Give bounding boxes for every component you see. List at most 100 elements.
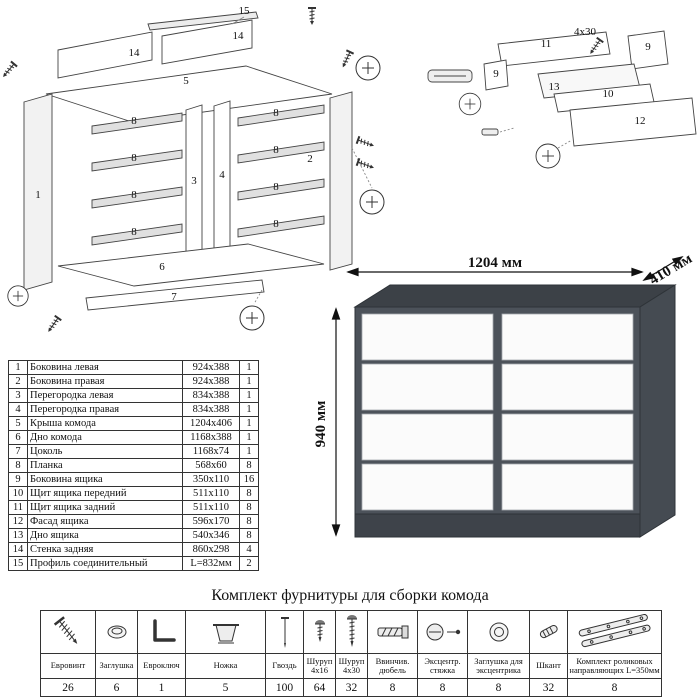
screwdriver-icon — [535, 143, 561, 169]
hardware-kit-table: Евровинт 26 Заглушка 6 Евроключ 1 — [40, 610, 662, 697]
hardware-label: Эксцентр. стяжка — [418, 654, 467, 679]
hardware-label: Ввинчив. дюбель — [368, 654, 417, 679]
hardware-item: Эксцентр. стяжка 8 — [418, 611, 468, 696]
drawer-front — [501, 413, 634, 461]
hardware-item: Евроключ 1 — [138, 611, 186, 696]
diagram-part-right-side — [329, 91, 353, 271]
label-part-8: 8 — [131, 189, 137, 201]
diagram-part-back-panel — [161, 19, 253, 65]
hardware-qty: 100 — [275, 681, 294, 694]
part-number: 10 — [8, 486, 28, 501]
diagram-part-plank — [91, 149, 183, 172]
part-name: Профиль соединительный — [27, 556, 183, 571]
nail-icon — [266, 611, 303, 654]
hardware-label: Ножка — [186, 654, 265, 679]
eccentric-icon — [418, 611, 467, 654]
part-number: 12 — [8, 514, 28, 529]
part-number: 1 — [8, 360, 28, 375]
diagram-part-partition-right — [213, 100, 231, 266]
part-size: 596x170 — [182, 514, 240, 529]
part-number: 6 — [8, 430, 28, 445]
label-part-9: 9 — [493, 68, 499, 80]
label-part-14: 14 — [129, 47, 141, 59]
diagram-part-bottom — [57, 243, 325, 287]
dim-depth-label: 410 мм — [647, 252, 695, 288]
part-qty: 1 — [239, 444, 259, 459]
hardware-item: Шуруп 4х16 64 — [304, 611, 336, 696]
screw-icon — [0, 60, 19, 81]
label-part-13: 13 — [549, 81, 561, 93]
drawer-front — [501, 313, 634, 361]
hardware-qty: 1 — [158, 681, 165, 694]
part-qty: 8 — [239, 500, 259, 515]
diagram-part-plank — [237, 178, 325, 201]
diagram-part-back-panel — [57, 31, 153, 79]
label-part-14: 14 — [233, 30, 245, 42]
part-qty: 8 — [239, 514, 259, 529]
label-part-8: 8 — [131, 226, 137, 238]
hardware-qty: 8 — [495, 681, 502, 694]
dim-width-label: 1204 мм — [468, 255, 522, 271]
hardware-item: Комплект роликовых направляющих L=350мм … — [568, 611, 661, 696]
drawer-front — [501, 363, 634, 411]
dim-height-label: 940 мм — [313, 401, 329, 448]
diagram-part-plank — [237, 104, 325, 127]
part-number: 2 — [8, 374, 28, 389]
part-qty: 16 — [239, 472, 259, 487]
dowel-screw-icon — [368, 611, 417, 654]
hardware-qty: 6 — [113, 681, 120, 694]
screw-icon — [307, 7, 317, 26]
part-name: Щит ящика передний — [27, 486, 183, 501]
part-qty: 8 — [239, 486, 259, 501]
hardware-item: Гвоздь 100 — [266, 611, 304, 696]
drawer-front — [361, 413, 494, 461]
label-part-8: 8 — [273, 144, 279, 156]
drawer-front — [501, 463, 634, 511]
diagram-part-plank — [91, 223, 183, 246]
hardware-label: Евровинт — [41, 654, 95, 679]
part-name: Перегородка правая — [27, 402, 183, 417]
part-size: L=832мм — [182, 556, 240, 571]
hardware-kit-title: Комплект фурнитуры для сборки комода — [211, 587, 489, 604]
label-part-8: 8 — [131, 152, 137, 164]
part-size: 834x388 — [182, 402, 240, 417]
hardware-item: Ножка 5 — [186, 611, 266, 696]
diagram-part-plank — [91, 186, 183, 209]
label-part-3: 3 — [191, 175, 197, 187]
diagram-part-plank — [237, 215, 325, 238]
part-qty: 1 — [239, 430, 259, 445]
roller-guides-icon — [568, 611, 661, 654]
hardware-label: Гвоздь — [266, 654, 303, 679]
part-size: 860x298 — [182, 542, 240, 557]
hardware-qty: 8 — [389, 681, 396, 694]
part-name: Дно ящика — [27, 528, 183, 543]
part-name: Перегородка левая — [27, 388, 183, 403]
part-size: 1168x388 — [182, 430, 240, 445]
diagram-part-partition-left — [185, 104, 203, 270]
drawer-exploded-view — [427, 30, 697, 169]
part-name: Боковина ящика — [27, 472, 183, 487]
part-name: Боковина левая — [27, 360, 183, 375]
part-number: 7 — [8, 444, 28, 459]
part-name: Боковина правая — [27, 374, 183, 389]
diagram-part-plank — [91, 112, 183, 135]
hardware-label: Заглушка — [96, 654, 137, 679]
label-part-9: 9 — [645, 41, 651, 53]
eurovint-icon — [41, 611, 95, 654]
drawer-front — [361, 363, 494, 411]
part-qty: 8 — [239, 528, 259, 543]
hardware-label: Шкант — [530, 654, 567, 679]
label-part-8: 8 — [273, 181, 279, 193]
part-number: 11 — [8, 500, 28, 515]
diagram-part-profile — [147, 11, 259, 31]
screw-short-icon — [304, 611, 335, 654]
part-number: 15 — [8, 556, 28, 571]
chest-top-face — [353, 284, 677, 308]
